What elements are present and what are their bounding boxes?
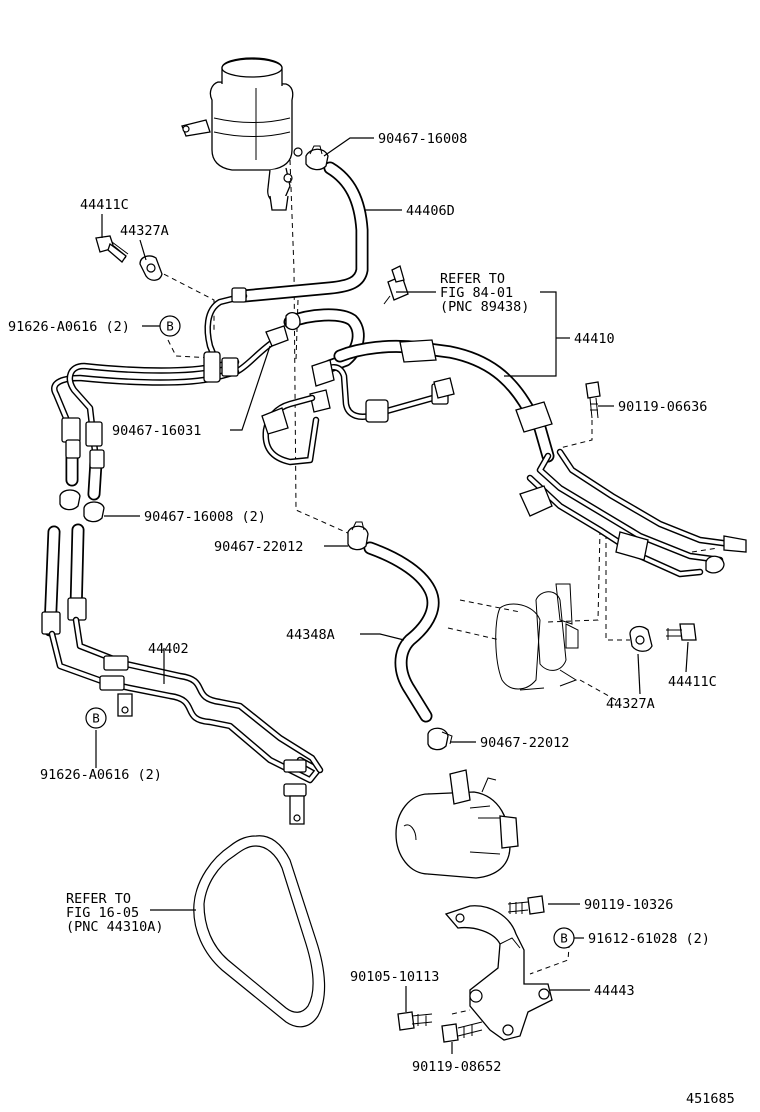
refer-84-line2: FIG 84-01 bbox=[440, 285, 513, 301]
callout-44411c-right: 44411C bbox=[668, 674, 717, 690]
clamps-90467-16008-pair bbox=[59, 489, 105, 523]
refer-84-line1: REFER TO bbox=[440, 271, 505, 287]
oil-cooler-44402 bbox=[41, 523, 324, 825]
figure-number: 451685 bbox=[686, 1091, 735, 1107]
bolt-44411c-top bbox=[95, 235, 129, 263]
refer-16-line1: REFER TO bbox=[66, 891, 131, 907]
pressure-switch bbox=[383, 265, 409, 305]
washer-44327a-right bbox=[629, 625, 653, 652]
callout-90467-22012-lower: 90467-22012 bbox=[480, 735, 569, 751]
callout-90119-10326: 90119-10326 bbox=[584, 897, 673, 913]
bolt-90119-08652 bbox=[441, 1021, 483, 1043]
bolt-90119-10326 bbox=[507, 895, 545, 915]
callout-44402: 44402 bbox=[148, 641, 189, 657]
callout-labels: 90467-16008 44406D 44411C 44327A REFER T… bbox=[8, 131, 735, 1107]
callout-44411c-top: 44411C bbox=[80, 197, 129, 213]
callout-91626-top: 91626-A0616 (2) bbox=[8, 319, 130, 335]
suction-hose-44348a bbox=[347, 521, 453, 751]
callout-90105-10113: 90105-10113 bbox=[350, 969, 439, 985]
reservoir-tank bbox=[181, 57, 303, 211]
bracket-44443 bbox=[444, 905, 553, 1041]
power-steering-pump bbox=[395, 769, 519, 879]
callout-44327a-top: 44327A bbox=[120, 223, 169, 239]
hose-44406d bbox=[204, 161, 369, 360]
callout-44406d: 44406D bbox=[406, 203, 455, 219]
callout-90467-22012-upper: 90467-22012 bbox=[214, 539, 303, 555]
pressure-hose-44410 bbox=[261, 339, 555, 466]
refer-16-line2: FIG 16-05 bbox=[66, 905, 139, 921]
pressure-line-upper bbox=[232, 308, 365, 376]
marker-b-top: B bbox=[159, 315, 181, 337]
callout-90467-16031: 90467-16031 bbox=[112, 423, 201, 439]
callout-44410: 44410 bbox=[574, 331, 615, 347]
callout-90119-06636: 90119-06636 bbox=[618, 399, 707, 415]
return-pipe-right bbox=[433, 377, 747, 578]
callout-44443: 44443 bbox=[594, 983, 635, 999]
refer-16-line3: (PNC 44310A) bbox=[66, 919, 164, 935]
dashed-guide-lines bbox=[155, 159, 719, 1015]
marker-b-right-label: B bbox=[560, 931, 568, 946]
bolt-90105-10113 bbox=[397, 1011, 433, 1031]
callout-90467-16008-top: 90467-16008 bbox=[378, 131, 467, 147]
washer-44327a-top bbox=[139, 255, 163, 281]
callout-44327a-right: 44327A bbox=[606, 696, 655, 712]
callout-90119-08652: 90119-08652 bbox=[412, 1059, 501, 1075]
bolt-90119-06636 bbox=[585, 381, 601, 419]
marker-b-top-label: B bbox=[166, 319, 174, 334]
clamp-90467-16008-top bbox=[305, 145, 329, 171]
steering-gear-housing bbox=[447, 583, 617, 701]
callout-44348a: 44348A bbox=[286, 627, 335, 643]
callout-91626-bottom: 91626-A0616 (2) bbox=[40, 767, 162, 783]
leader-lines bbox=[95, 137, 689, 1054]
pipe-bundle-left bbox=[51, 351, 240, 501]
callout-91612-61028: 91612-61028 (2) bbox=[588, 931, 710, 947]
callout-90467-16008-pair: 90467-16008 (2) bbox=[144, 509, 266, 525]
marker-b-bottom-label: B bbox=[92, 711, 100, 726]
marker-b-right: B bbox=[553, 927, 575, 949]
bolt-44411c-right bbox=[666, 623, 697, 641]
drive-belt bbox=[193, 835, 326, 1028]
refer-84-line3: (PNC 89438) bbox=[440, 299, 529, 315]
marker-b-bottom: B bbox=[85, 707, 107, 729]
